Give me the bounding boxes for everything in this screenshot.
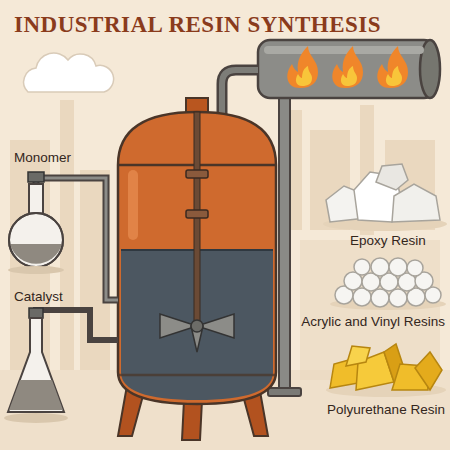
monomer-valve [28,172,44,182]
title: INDUSTRIAL RESIN SYNTHESIS [14,12,381,38]
heater-cylinder [258,40,440,98]
agitator [160,112,234,352]
monomer-flask [8,184,64,274]
catalyst-flask [4,318,68,423]
product-label: Epoxy Resin [350,233,426,248]
product-label: Acrylic and Vinyl Resins [301,314,445,329]
reactor-vessel [118,98,276,404]
input-label: Monomer [14,150,71,165]
polyurethane-resin-cubes [326,344,446,397]
steam-cloud [24,53,114,92]
factory-silhouette [0,100,450,450]
product-label: Polyurethane Resin [327,402,445,417]
epoxy-resin-chunks [323,164,447,231]
input-label: Catalyst [14,289,63,304]
acrylic-vinyl-beads [330,258,446,310]
catalyst-pipe [36,310,118,340]
flames [287,46,408,88]
catalyst-valve [29,308,43,318]
